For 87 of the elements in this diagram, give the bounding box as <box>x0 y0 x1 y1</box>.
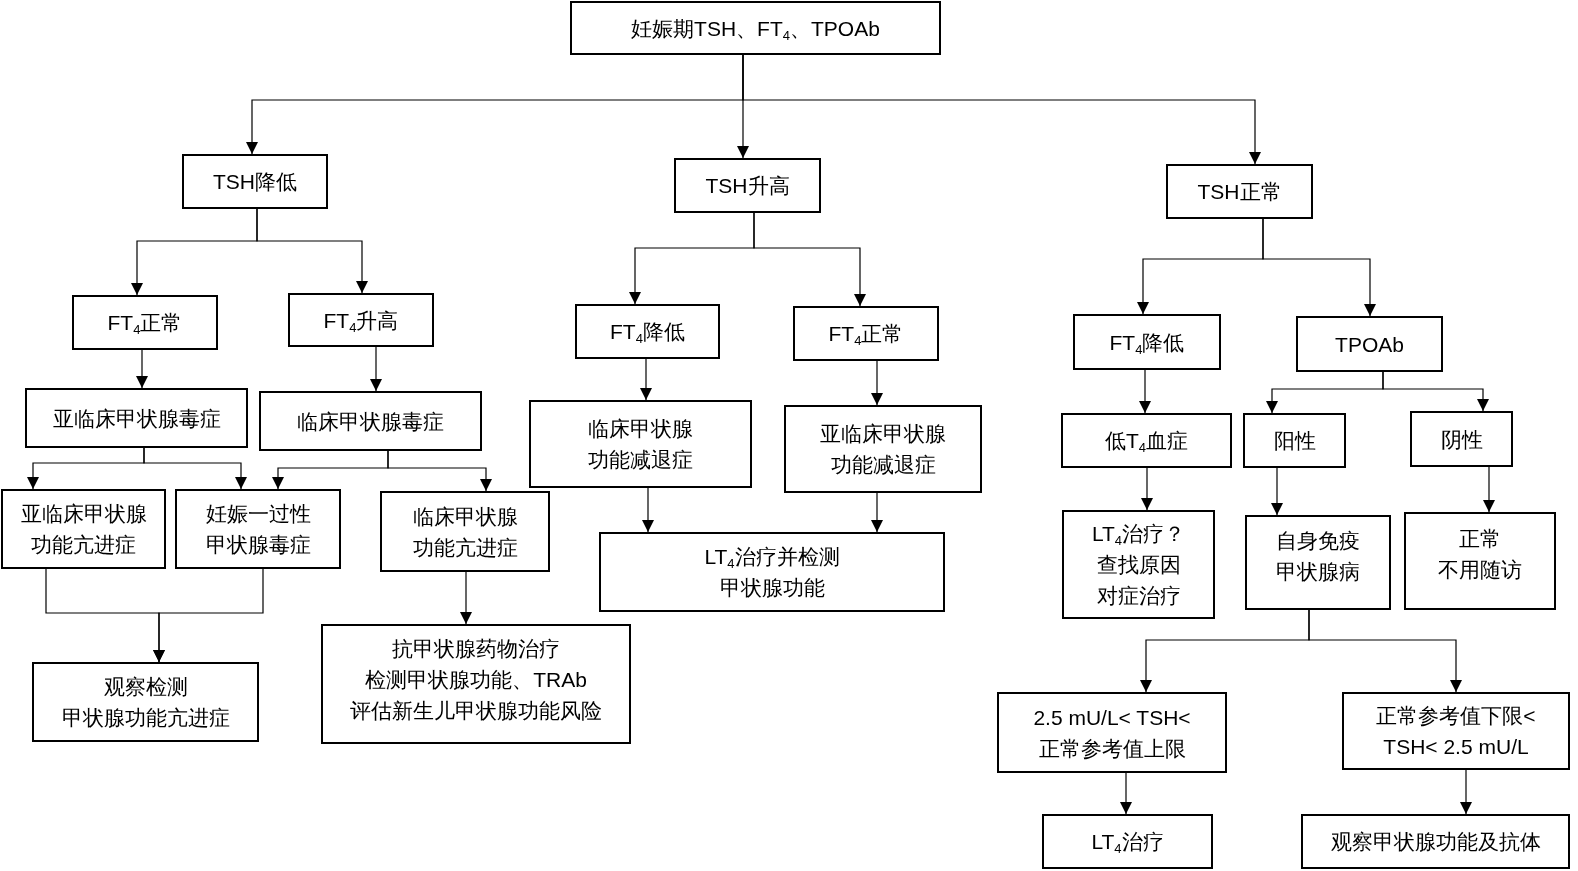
flow-box <box>1061 413 1232 468</box>
connector-arrow <box>387 450 492 492</box>
box-text: 临床甲状腺功能亢进症 <box>412 503 518 561</box>
connector-arrow <box>153 568 264 663</box>
box-text: LT$_{4}$治疗 <box>1091 829 1164 857</box>
flow-box <box>72 295 218 350</box>
box-text: FT$_{4}$正常 <box>107 310 183 338</box>
connector-arrow <box>1308 609 1462 693</box>
flow-box <box>997 692 1227 773</box>
flow-box <box>380 491 550 572</box>
flow-box <box>599 532 945 612</box>
box-text: TPOAb <box>1335 331 1404 358</box>
flow-box <box>575 304 720 359</box>
box-text: 抗甲状腺药物治疗 <box>392 635 560 662</box>
connector-arrow <box>1120 772 1132 815</box>
connector-arrow <box>742 54 1261 165</box>
box-text: 检测甲状腺功能、TRAb <box>365 666 587 693</box>
box-text: 亚临床甲状腺毒症 <box>52 405 221 432</box>
box-text: FT$_{4}$升高 <box>323 307 399 336</box>
box-text: 对症治疗 <box>1096 583 1181 609</box>
box-text: 自身免疫甲状腺病 <box>1276 527 1360 585</box>
flow-box <box>321 624 631 744</box>
box-text: TSH降低 <box>213 169 297 195</box>
box-text: 临床甲状腺功能减退症 <box>588 416 693 473</box>
flow-box <box>288 293 434 347</box>
flow-box <box>259 391 482 451</box>
box-text: TSH正常 <box>1197 179 1282 205</box>
connector-arrow <box>1139 369 1151 414</box>
flow-box <box>674 158 821 213</box>
flow-box <box>1243 413 1346 468</box>
flow-box <box>1062 510 1215 619</box>
connector-arrow <box>1483 466 1495 513</box>
box-text: 2.5 mU/L< TSH< 正常参考值上限 <box>1032 704 1192 762</box>
box-text: 不用随访 <box>1438 557 1522 583</box>
connector-arrow <box>1141 467 1153 511</box>
box-text: 亚临床甲状腺功能减退症 <box>820 421 946 478</box>
flow-box <box>1042 814 1213 869</box>
flow-box <box>32 662 259 742</box>
box-text: 正常参考值下限< TSH< 2.5 mU/L <box>1375 703 1537 760</box>
connector-arrow <box>1382 371 1489 412</box>
box-text: FT$_{4}$降低 <box>610 319 685 347</box>
box-text: 观察甲状腺功能及抗体 <box>1330 829 1541 855</box>
flow-box <box>182 154 328 209</box>
connector-arrow <box>143 447 247 490</box>
flow-box <box>175 489 341 569</box>
connector-arrow <box>1271 467 1283 516</box>
box-text: 评估新生儿甲状腺功能风险 <box>350 697 602 724</box>
flow-box <box>1301 814 1570 869</box>
box-text: FT$_{4}$正常 <box>828 321 904 349</box>
flow-box <box>784 405 982 493</box>
connector-arrow <box>1262 218 1376 317</box>
box-text: FT$_{4}$降低 <box>1109 329 1185 358</box>
connector-arrow <box>753 212 866 307</box>
connector-arrow <box>871 492 883 533</box>
flow-box <box>793 306 939 361</box>
flow-box <box>1 489 166 569</box>
connector-arrow <box>370 346 382 392</box>
box-text: 阳性 <box>1273 428 1316 454</box>
box-text: 亚临床甲状腺功能亢进症 <box>20 501 147 558</box>
box-text: LT$_{4}$治疗并检测甲状腺功能 <box>703 544 841 601</box>
connector-arrow <box>871 360 883 406</box>
flow-box <box>1342 692 1570 770</box>
connector-arrow <box>256 208 368 294</box>
connector-arrow <box>460 571 472 625</box>
flow-box <box>529 400 752 488</box>
connector-arrow <box>136 349 148 389</box>
box-text: 妊娠期TSH、FT$_{4}$、TPOAb <box>631 15 880 44</box>
box-text: 查找原因 <box>1096 552 1181 578</box>
box-text: 阴性 <box>1440 426 1483 453</box>
box-text: 观察检测甲状腺功能亢进症 <box>61 674 230 731</box>
connector-arrow <box>640 358 652 401</box>
box-text: 低T$_{4}$血症 <box>1104 428 1189 456</box>
flow-box <box>1404 512 1556 610</box>
box-text: 正常 <box>1459 526 1501 552</box>
flow-box <box>1073 314 1221 370</box>
flow-box <box>1410 411 1513 467</box>
connector-arrow <box>642 487 654 533</box>
flow-box <box>1296 316 1443 372</box>
box-text: 妊娠一过性甲状腺毒症 <box>205 501 311 558</box>
flow-box <box>1245 515 1391 610</box>
flow-box <box>1166 164 1313 219</box>
box-text: TSH升高 <box>705 173 790 199</box>
flow-box <box>25 388 248 448</box>
connector-arrow <box>1460 769 1472 815</box>
box-text: 临床甲状腺毒症 <box>297 408 444 435</box>
flow-box <box>570 1 941 55</box>
box-text: LT$_{4}$治疗？ <box>1091 521 1186 549</box>
